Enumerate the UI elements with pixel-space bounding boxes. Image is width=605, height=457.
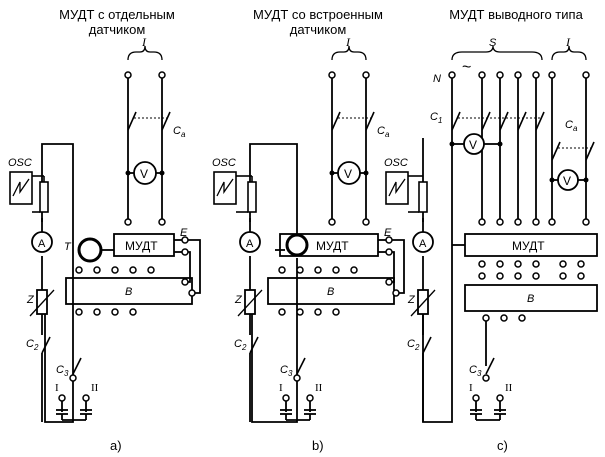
label-ammeter-a: A xyxy=(38,238,46,250)
label-z-a: Z xyxy=(26,294,35,306)
label-mudt-a: МУДТ xyxy=(125,239,158,253)
label-supply-c: S xyxy=(489,37,497,49)
label-b-b: B xyxy=(327,286,334,298)
label-c1-c: C1 xyxy=(430,111,442,125)
label-mudt-c: МУДТ xyxy=(512,239,545,253)
label-ca-c: Ca xyxy=(565,119,578,133)
terminals-b xyxy=(278,71,400,402)
label-c2-c: C2 xyxy=(407,338,420,352)
label-ca-b: Ca xyxy=(377,125,390,139)
label-voltmeter-a: V xyxy=(140,167,148,181)
label-ammeter-c: A xyxy=(419,238,427,250)
ammeter-a xyxy=(31,231,53,253)
label-current-a: I xyxy=(141,35,147,49)
label-ammeter-b: A xyxy=(246,238,254,250)
label-e-a: E xyxy=(180,227,188,239)
title-c: МУДТ выводного типа xyxy=(449,7,583,22)
title-a-line1: МУДТ с отдельным xyxy=(59,7,175,22)
title-b-line1: МУДТ со встроенным xyxy=(253,7,383,22)
terminals-a xyxy=(58,71,196,402)
terminals-c xyxy=(448,71,590,402)
osc-c xyxy=(385,171,409,205)
label-c3-c: C3 xyxy=(469,364,482,378)
label-sensor-a: T xyxy=(64,241,72,253)
label-tilde-c: ~ xyxy=(462,59,471,76)
label-pos2-c: II xyxy=(505,382,513,394)
label-pos1-a: I xyxy=(55,382,59,394)
label-c2-b: C2 xyxy=(234,338,247,352)
label-c2-a: C2 xyxy=(26,338,39,352)
label-pos1-b: I xyxy=(279,382,283,394)
title-b-line2: датчиком xyxy=(290,22,347,37)
sensor-t-b xyxy=(285,233,309,257)
label-b-c: B xyxy=(527,293,534,305)
ammeter-b xyxy=(239,231,261,253)
label-current-c: I xyxy=(565,35,571,49)
label-e-b: E xyxy=(384,227,392,239)
label-b-a: B xyxy=(125,286,132,298)
label-c3-b: C3 xyxy=(280,364,293,378)
diagram-c xyxy=(410,45,598,423)
label-mudt-b: МУДТ xyxy=(316,239,349,253)
label-osc-b: OSC xyxy=(212,157,236,169)
label-c3-a: C3 xyxy=(56,364,69,378)
label-current-b: I xyxy=(345,35,351,49)
diagram-b xyxy=(237,45,405,423)
label-osc-a: OSC xyxy=(8,157,32,169)
label-pos2-a: II xyxy=(91,382,99,394)
sensor-t-a xyxy=(77,237,103,263)
label-voltmeter-c1: V xyxy=(469,138,477,152)
caption-b: b) xyxy=(312,438,324,453)
label-osc-c: OSC xyxy=(384,157,408,169)
title-a-line2: датчиком xyxy=(89,22,146,37)
label-pos1-c: I xyxy=(469,382,473,394)
label-ca-a: Ca xyxy=(173,125,186,139)
label-voltmeter-c2: V xyxy=(563,174,571,188)
ammeter-c xyxy=(412,231,434,253)
label-z-b: Z xyxy=(234,294,243,306)
label-voltmeter-b: V xyxy=(344,167,352,181)
osc-b xyxy=(213,171,237,205)
caption-c: c) xyxy=(497,438,508,453)
caption-a: a) xyxy=(110,438,122,453)
osc-a xyxy=(9,171,33,205)
label-z-c: Z xyxy=(407,294,416,306)
label-neutral-c: N xyxy=(433,73,441,85)
label-pos2-b: II xyxy=(315,382,323,394)
